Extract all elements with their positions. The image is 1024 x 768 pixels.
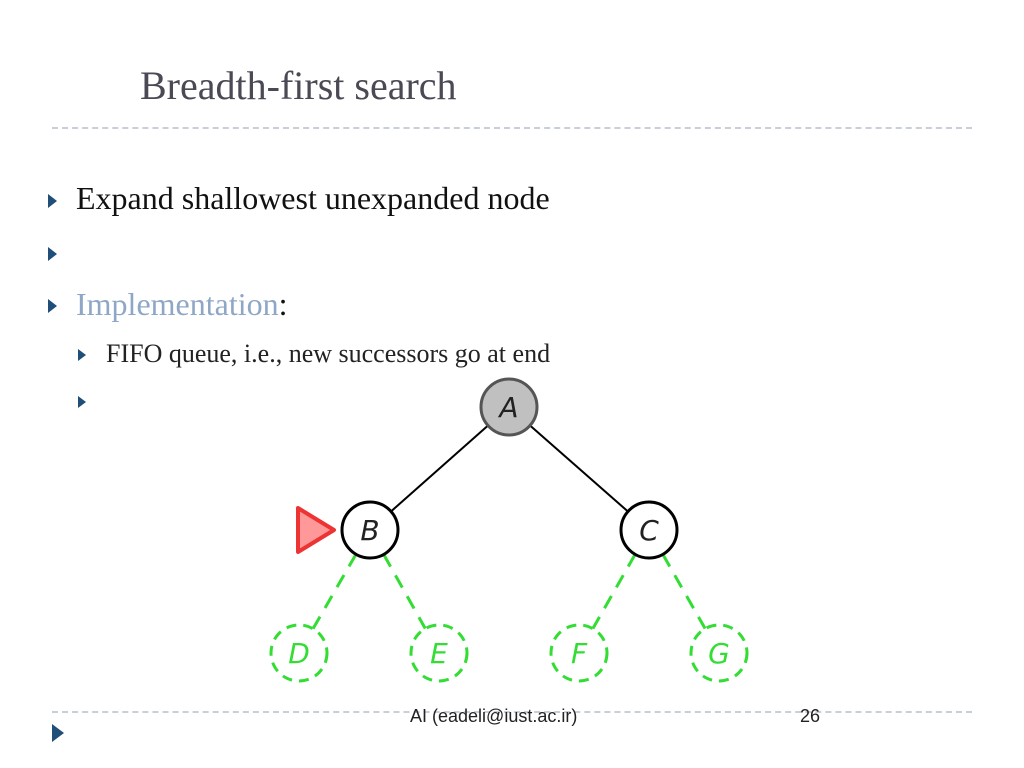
slide-title: Breadth-first search (140, 63, 457, 108)
sub-bullet-arrow-icon (78, 349, 86, 361)
node-label-c: C (639, 514, 659, 547)
edge-c-f (591, 553, 637, 630)
node-label-e: E (430, 637, 448, 670)
footer-text: AI (eadeli@iust.ac.ir) (410, 706, 578, 726)
edge-c-g (661, 553, 707, 630)
node-label-b: B (360, 514, 379, 547)
edge-b-d (311, 553, 358, 630)
node-circle-f (549, 623, 609, 683)
edge-b-e (382, 553, 427, 630)
node-g: G (689, 623, 749, 683)
node-circle-g (689, 623, 749, 683)
tree-edges (311, 424, 707, 630)
node-circle-e (409, 623, 469, 683)
bullet-arrow-icon (48, 299, 57, 313)
current-node-pointer-icon (296, 506, 336, 554)
node-label-f: F (571, 637, 588, 670)
implementation-label: Implementation (76, 286, 279, 322)
node-circle-c (619, 500, 679, 560)
title-divider (52, 127, 972, 129)
node-f: F (549, 623, 609, 683)
sub-bullet-arrow-icon (78, 396, 86, 408)
node-a: A (479, 377, 539, 437)
page-number: 26 (800, 706, 821, 726)
node-circle-d (269, 623, 329, 683)
node-label-a: A (497, 391, 518, 424)
bullet-arrow-icon (48, 194, 57, 208)
node-d: D (269, 623, 329, 683)
footer-arrow-icon (52, 724, 64, 742)
node-circle-a (479, 377, 539, 437)
node-b: B (340, 500, 400, 560)
edge-a-c (529, 424, 629, 513)
bullet-implementation: Implementation: (76, 286, 288, 323)
implementation-colon: : (278, 286, 288, 322)
node-c: C (619, 500, 679, 560)
footer-divider (52, 711, 972, 713)
bullet-expand: Expand shallowest unexpanded node (76, 180, 550, 216)
node-circle-b (340, 500, 400, 560)
bullet-arrow-icon (48, 247, 57, 261)
tree-nodes: A B C D E F G (269, 377, 749, 683)
node-label-g: G (708, 637, 730, 670)
node-e: E (409, 623, 469, 683)
node-label-d: D (288, 637, 310, 670)
edge-a-b (390, 424, 489, 513)
sub-bullet-fifo: FIFO queue, i.e., new successors go at e… (106, 339, 551, 368)
